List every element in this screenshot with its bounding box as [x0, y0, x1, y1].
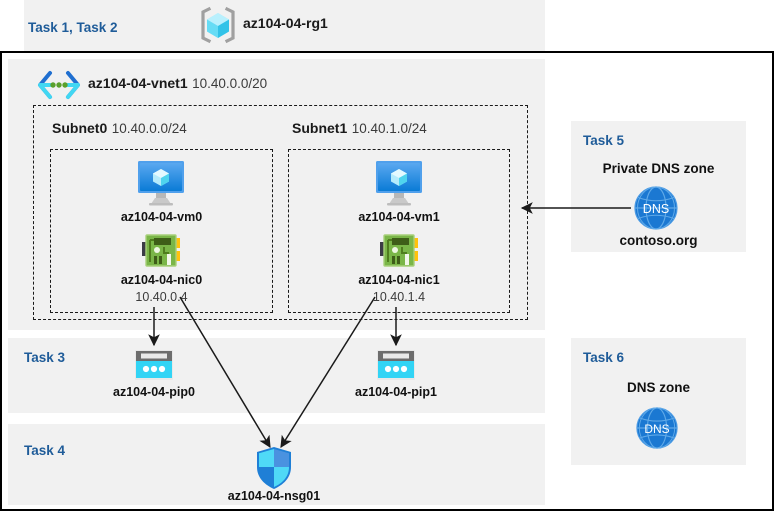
subnet1-name: Subnet1 — [292, 120, 348, 136]
private-dns-zone-name: contoso.org — [619, 233, 698, 248]
task3-panel — [8, 338, 545, 413]
public-ip-address-icon — [133, 348, 175, 382]
dns-icon-text: DNS — [644, 422, 669, 436]
diagram-outer-frame — [0, 51, 774, 511]
private-dns-zone-heading: Private DNS zone — [602, 161, 715, 176]
task-label-3: Task 3 — [24, 350, 66, 365]
network-interface-icon — [140, 232, 182, 269]
nic0-label: az104-04-nic0 — [120, 273, 203, 287]
task5-panel — [571, 121, 746, 252]
nsg-label: az104-04-nsg01 — [227, 489, 321, 503]
nic0-ip: 10.40.0.4 — [135, 290, 188, 304]
task-label-1-2: Task 1, Task 2 — [28, 20, 118, 35]
subnet1-cidr: 10.40.1.0/24 — [351, 121, 427, 136]
task-label-4: Task 4 — [24, 443, 66, 458]
task-label-5: Task 5 — [583, 133, 625, 148]
vnet-address-space: 10.40.0.0/20 — [192, 76, 268, 91]
task-label-6: Task 6 — [583, 350, 625, 365]
nic1-ip: 10.40.1.4 — [372, 290, 426, 304]
network-interface-icon — [378, 232, 420, 269]
vnet-title-group: az104-04-vnet1 10.40.0.0/20 — [88, 75, 267, 93]
resource-group-name: az104-04-rg1 — [243, 15, 328, 31]
nic1-label: az104-04-nic1 — [358, 273, 440, 287]
subnet1-title-group: Subnet1 10.40.1.0/24 — [292, 120, 427, 138]
virtual-network-icon — [36, 70, 82, 100]
dns-zone-heading: DNS zone — [626, 380, 690, 395]
subnet0-title-group: Subnet0 10.40.0.0/24 — [52, 120, 187, 138]
subnet0-cidr: 10.40.0.0/24 — [111, 121, 187, 136]
dns-zone-icon: DNS — [633, 185, 679, 231]
pip1-label: az104-04-pip1 — [355, 385, 437, 399]
resource-group-icon — [198, 5, 238, 45]
subnet1-box — [288, 149, 510, 313]
subnet0-box — [50, 149, 273, 313]
resource-group-header — [24, 0, 545, 51]
public-ip-address-icon — [375, 348, 417, 382]
vm1-label: az104-04-vm1 — [358, 210, 440, 224]
network-security-group-icon — [253, 445, 295, 491]
vnet-panel — [8, 59, 545, 330]
vm0-label: az104-04-vm0 — [120, 210, 203, 224]
virtual-machine-icon — [134, 158, 188, 206]
virtual-machine-icon — [372, 158, 426, 206]
subnet0-name: Subnet0 — [52, 120, 108, 136]
vnet-name: az104-04-vnet1 — [88, 75, 188, 91]
dns-zone-icon: DNS — [635, 406, 679, 450]
pip0-label: az104-04-pip0 — [113, 385, 195, 399]
dns-icon-text: DNS — [643, 202, 669, 216]
